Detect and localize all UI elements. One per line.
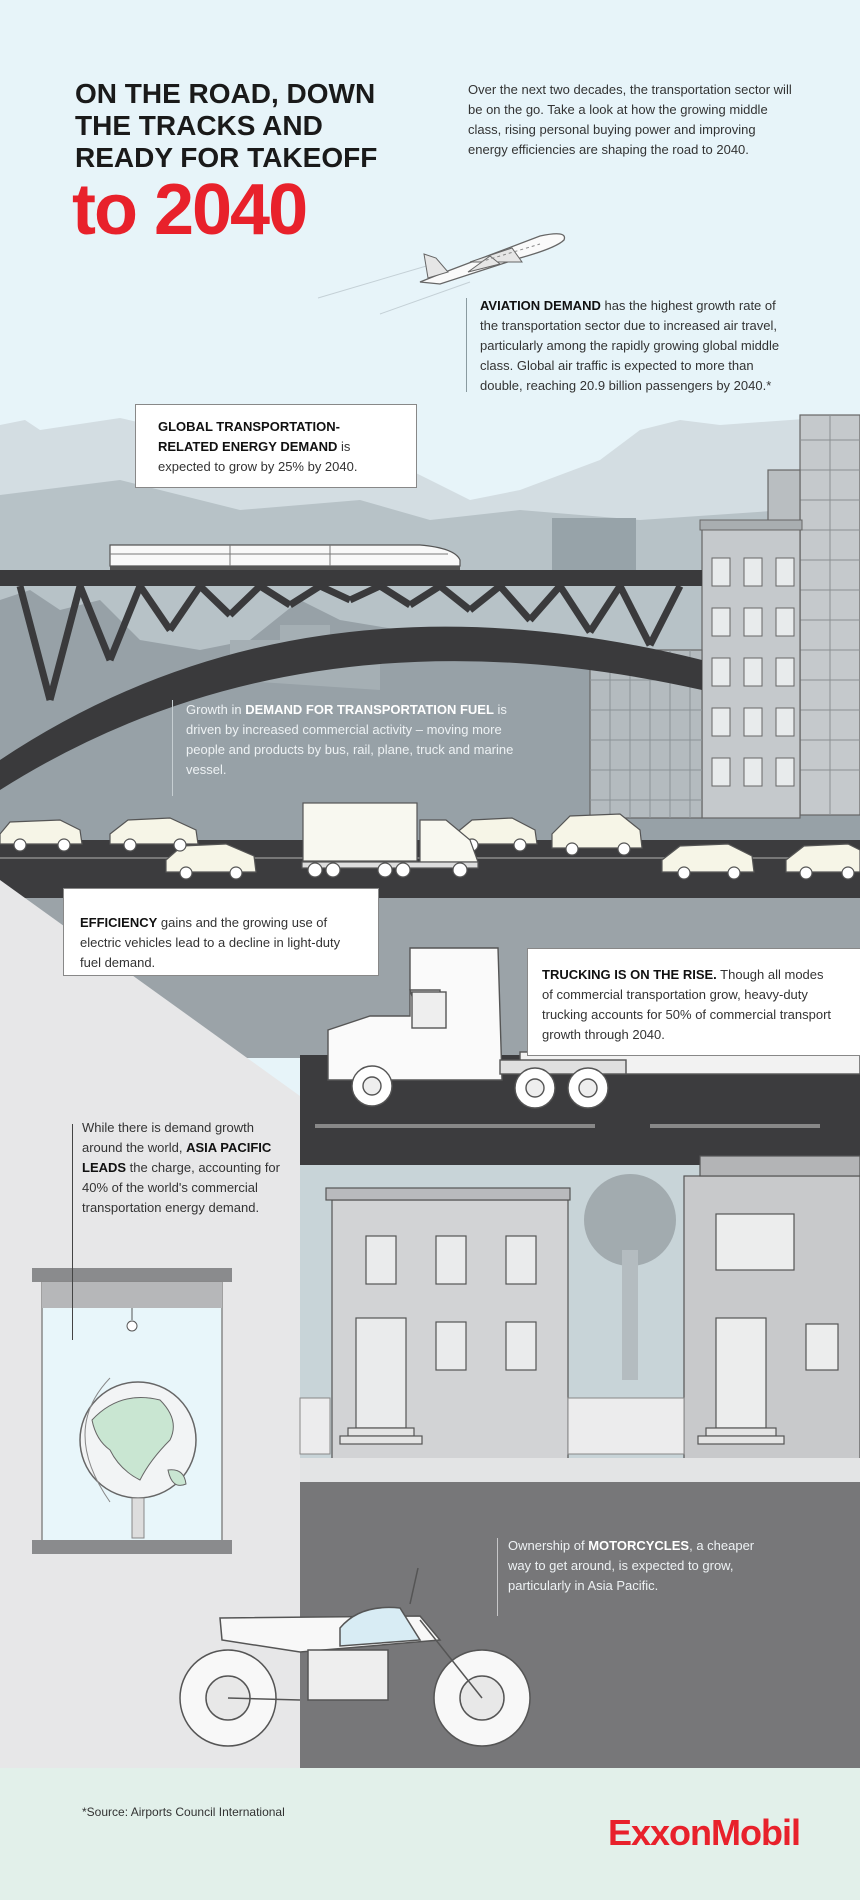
global-energy-body: is expected to grow by 25% by 2040. (158, 439, 358, 474)
efficiency-text: EFFICIENCY gains and the growing use of … (80, 913, 362, 973)
tree-icon (584, 1174, 676, 1380)
motorcycle-body: , a cheaper way to get around, is expect… (508, 1538, 755, 1593)
fuel-rule (172, 700, 173, 796)
city-buildings (589, 414, 860, 819)
asia-text: While there is demand growth around the … (82, 1118, 282, 1218)
title-line: READY FOR TAKEOFF (75, 142, 378, 173)
motorcycle-icon (179, 1567, 531, 1747)
box-truck-icon (301, 802, 479, 878)
global-energy-text: GLOBAL TRANSPORTATION-RELATED ENERGY DEM… (158, 417, 394, 477)
fuel-prefix: Growth in (186, 702, 246, 717)
trucking-highlight: TRUCKING IS ON THE RISE. (542, 967, 717, 982)
semi-truck-icon (327, 947, 860, 1109)
asia-prefix: While there is demand growth around the … (82, 1120, 254, 1155)
globe-window (32, 1268, 232, 1554)
efficiency-body: gains and the growing use of electric ve… (80, 915, 341, 970)
exxonmobil-logo: ExxonMobil (608, 1812, 801, 1853)
airplane-icon (317, 233, 566, 315)
fuel-text: Growth in DEMAND FOR TRANSPORTATION FUEL… (186, 700, 536, 780)
asia-body: the charge, accounting for 40% of the wo… (82, 1160, 280, 1215)
fuel-highlight: DEMAND FOR TRANSPORTATION FUEL (245, 702, 494, 717)
motorcycle-rule (497, 1538, 498, 1616)
aviation-highlight: AVIATION DEMAND (480, 298, 601, 313)
source-note: *Source: Airports Council International (82, 1805, 285, 1819)
title-line: ON THE ROAD, DOWN (75, 78, 376, 109)
globe-icon (79, 1377, 197, 1539)
global-energy-box: GLOBAL TRANSPORTATION-RELATED ENERGY DEM… (135, 404, 417, 488)
page-title: ON THE ROAD, DOWN THE TRACKS AND READY F… (75, 78, 405, 174)
motorcycle-highlight: MOTORCYCLES (588, 1538, 690, 1553)
aviation-rule (466, 298, 467, 392)
house-left (325, 1187, 571, 1461)
title-line: THE TRACKS AND (75, 110, 323, 141)
house-right (683, 1155, 860, 1463)
motorcycle-prefix: Ownership of (508, 1538, 589, 1553)
motorcycle-text: Ownership of MOTORCYCLES, a cheaper way … (508, 1536, 758, 1596)
train-icon (109, 544, 461, 570)
trucking-box: TRUCKING IS ON THE RISE. Though all mode… (527, 948, 860, 1056)
asia-rule (72, 1124, 73, 1340)
trucking-body: Though all modes of commercial transport… (542, 967, 832, 1042)
efficiency-box: EFFICIENCY gains and the growing use of … (63, 888, 379, 976)
intro-text: Over the next two decades, the transport… (468, 82, 792, 157)
aviation-text: AVIATION DEMAND has the highest growth r… (480, 296, 790, 396)
bridge (0, 570, 702, 790)
big-title: to 2040 (72, 170, 308, 250)
car-icon (0, 813, 860, 873)
aviation-body: has the highest growth rate of the trans… (480, 298, 780, 393)
global-energy-highlight: GLOBAL TRANSPORTATION-RELATED ENERGY DEM… (158, 419, 340, 454)
fuel-body: is driven by increased commercial activi… (186, 702, 514, 777)
asia-highlight: ASIA PACIFIC LEADS (82, 1140, 272, 1175)
efficiency-highlight: EFFICIENCY (80, 915, 158, 930)
trucking-text: TRUCKING IS ON THE RISE. Though all mode… (542, 965, 832, 1045)
